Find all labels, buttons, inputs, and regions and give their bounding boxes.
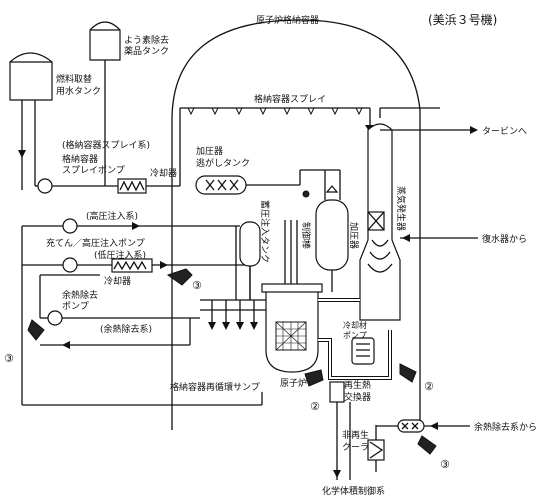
high-pressure-system-label: (高圧注入系) (86, 210, 138, 222)
refueling-water-tank (9, 52, 53, 190)
sump-label: 格納容器再循環サンプ (170, 381, 260, 393)
iodine-tank-label-1: よう素除去 (124, 34, 169, 46)
rhr-system-label: (余熱除去系) (100, 323, 152, 335)
steam-generator (359, 107, 440, 321)
spray-cooler (117, 178, 181, 194)
svg-text:②: ② (310, 400, 320, 413)
reactor-label: 原子炉 (280, 377, 307, 389)
turbine-line (380, 126, 478, 134)
marker-3-bottom: ③ (417, 435, 450, 471)
to-turbine-label: タービンへ (482, 126, 527, 137)
coolant-pump-label-1: 冷却材 (343, 320, 367, 330)
rhr-return-line (40, 317, 200, 349)
regen-heat-exchanger (329, 381, 351, 480)
from-condensate-label: 復水器から (482, 233, 527, 245)
rhr-pump-label-2: ポンプ (62, 301, 89, 312)
containment-vessel-outline (171, 19, 421, 430)
control-rod-label: 制御棒 (300, 222, 312, 249)
refueling-tank-label-1: 燃料取替 (56, 73, 92, 85)
coolant-pump-label-2: ポンプ (343, 331, 367, 340)
svg-text:③: ③ (440, 458, 450, 471)
coolant-loop (318, 298, 392, 380)
accumulator-tank-label: 蓄圧注入タンク (259, 200, 271, 263)
regen-hx-label-1: 再生熱 (344, 379, 371, 391)
pressurizer (300, 169, 349, 292)
cvcs-label: 化学体積制御系 (322, 485, 385, 497)
charging-pump-label: 充てん／高圧注入ポンプ (46, 237, 145, 249)
spray-system-label: (格納容器スプレイ系) (62, 139, 150, 151)
refueling-tank-label-2: 用水タンク (56, 85, 101, 97)
nonregen-cooler (367, 425, 385, 472)
marker-3-top: ③ (166, 268, 202, 292)
svg-text:③: ③ (192, 279, 202, 292)
rhr-pump (39, 274, 100, 326)
iodine-chemical-tank (89, 21, 121, 150)
steam-generator-label: 蒸気発生器 (395, 186, 407, 231)
nonregen-label-1: 非再生 (342, 429, 369, 441)
relief-tank-label-2: 逃がしタンク (196, 157, 250, 169)
plant-title: (美浜３号機) (428, 12, 497, 27)
control-rods (284, 220, 298, 290)
condensate-line (400, 234, 478, 242)
svg-text:③: ③ (4, 352, 14, 365)
low-pressure-line (22, 257, 250, 273)
containment-spray-label: 格納容器スプレイ (254, 93, 326, 105)
low-pressure-system-label: (低圧注入系) (94, 249, 146, 261)
svg-text:②: ② (424, 380, 434, 393)
coolant-pump (351, 337, 375, 365)
regen-hx-label-2: 交換器 (344, 391, 371, 403)
containment-vessel-label: 原子炉格納容器 (256, 14, 319, 26)
relief-tank-label-1: 加圧器 (196, 146, 223, 157)
from-rhr-line (376, 419, 470, 433)
containment-spray-header (179, 107, 375, 178)
reactor-vessel (261, 283, 323, 373)
accumulator-tank (239, 221, 261, 300)
containment-sump (21, 226, 263, 406)
marker-2-center: ② (304, 369, 324, 413)
spray-pump-label-1: 格納容器 (62, 153, 98, 165)
nonregen-label-2: クーラ (342, 442, 369, 453)
spray-pump (34, 140, 118, 194)
marker-3-left: ③ (4, 319, 45, 365)
rhr-pump-label-1: 余熱除去 (62, 289, 98, 301)
spray-pump-label-2: スプレイポンプ (62, 165, 125, 176)
cooler2-label: 冷却器 (104, 275, 131, 287)
marker-2-right: ② (399, 363, 434, 393)
pressurizer-relief-tank (195, 170, 301, 195)
spray-cooler-label: 冷却器 (150, 167, 177, 179)
from-rhr-label: 余熱除去系から (474, 421, 537, 433)
iodine-tank-label-2: 薬品タンク (124, 45, 169, 57)
charging-pump (22, 218, 240, 234)
pressurizer-label: 加圧器 (348, 222, 359, 249)
